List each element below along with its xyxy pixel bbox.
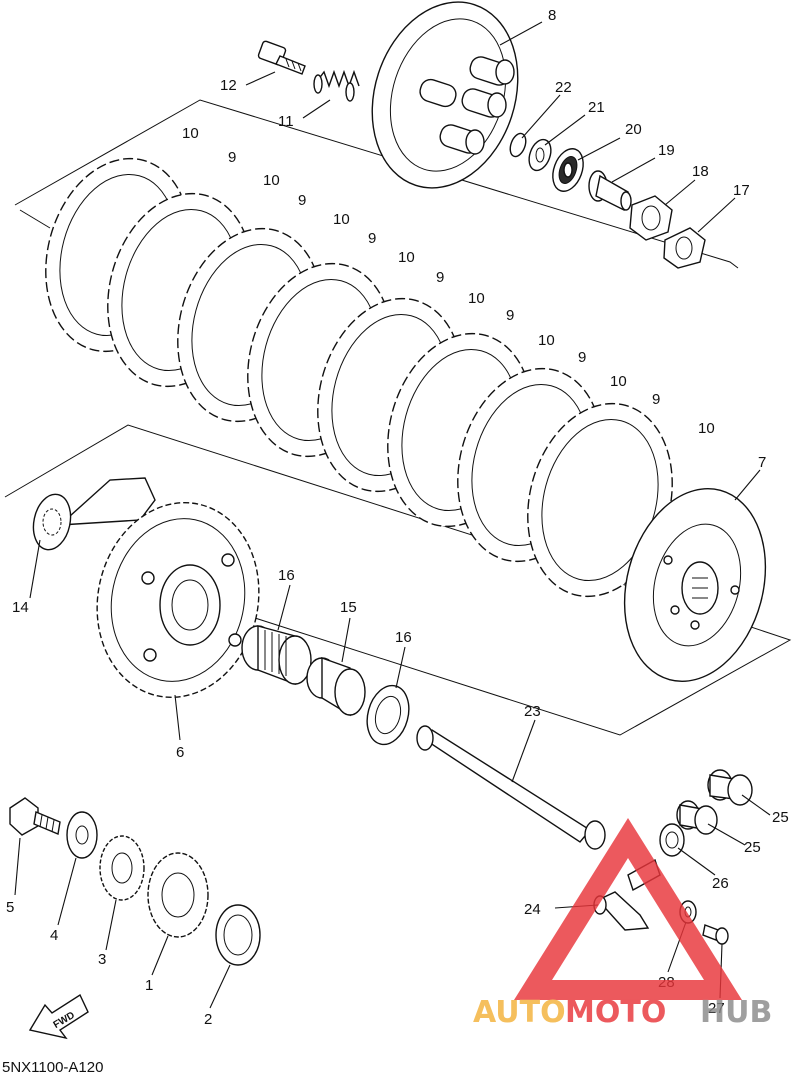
label-10-c: 10 <box>333 211 350 228</box>
label-9-f: 9 <box>578 349 586 366</box>
label-10-h: 10 <box>698 420 715 437</box>
label-16: 16 <box>395 629 412 646</box>
bolt-5 <box>9 797 61 836</box>
bearing-2 <box>215 904 261 966</box>
label-10-b: 10 <box>263 172 280 189</box>
label-15: 16 <box>278 567 295 584</box>
bearing-25b <box>676 800 718 835</box>
circlip-22 <box>509 132 527 158</box>
label-9-d: 9 <box>436 269 444 286</box>
label-10-a: 10 <box>182 125 199 142</box>
label-2: 2 <box>204 1011 212 1028</box>
label-25-a: 25 <box>772 809 789 826</box>
label-17: 17 <box>733 182 750 199</box>
needle-bearing-15 <box>241 625 312 686</box>
label-9-g: 9 <box>652 391 660 408</box>
label-13: 14 <box>12 599 29 616</box>
push-rod-19 <box>588 170 632 212</box>
label-9-c: 9 <box>368 230 376 247</box>
label-22: 22 <box>555 79 572 96</box>
spacer-14 <box>306 657 366 717</box>
label-18: 18 <box>692 163 709 180</box>
pressure-plate <box>371 1 519 189</box>
label-7: 7 <box>758 454 766 471</box>
label-26: 26 <box>712 875 729 892</box>
thrust-washer-16 <box>366 684 410 746</box>
label-8: 8 <box>548 7 556 24</box>
nut-18 <box>629 195 673 241</box>
watermark-logo: AUTO MOTO HUB <box>473 818 772 1030</box>
label-12: 12 <box>220 77 237 94</box>
label-20: 20 <box>625 121 642 138</box>
bearing-25a <box>707 769 753 806</box>
thrust-washer-13 <box>32 493 72 551</box>
watermark-text-moto: MOTO <box>565 995 666 1030</box>
label-25-b: 25 <box>744 839 761 856</box>
washer-21 <box>528 138 552 172</box>
upper-frame <box>14 99 739 269</box>
clutch-boss <box>623 488 767 682</box>
label-24: 24 <box>524 901 541 918</box>
bolt-12 <box>257 40 306 75</box>
label-27: 27 <box>708 1000 725 1017</box>
label-3: 3 <box>98 951 106 968</box>
friction-plate-stack <box>45 157 673 598</box>
label-10-d: 10 <box>398 249 415 266</box>
gear-1 <box>147 852 209 938</box>
label-19: 19 <box>658 142 675 159</box>
label-4: 4 <box>50 927 58 944</box>
label-23: 23 <box>524 703 541 720</box>
label-10-f: 10 <box>538 332 555 349</box>
lock-washer-17 <box>663 227 706 269</box>
label-6: 6 <box>176 744 184 761</box>
watermark-triangle-icon <box>514 818 742 1000</box>
bearing-20 <box>552 148 584 192</box>
label-10-e: 10 <box>468 290 485 307</box>
clutch-housing <box>58 477 260 698</box>
watermark-text-hub: HUB <box>700 995 772 1030</box>
label-9-a: 9 <box>228 149 236 166</box>
watermark-text-auto: AUTO <box>473 995 566 1030</box>
part-labels: 8 12 11 22 21 20 19 18 17 10 9 10 9 10 9… <box>6 7 789 1028</box>
oil-seal-26 <box>659 823 685 857</box>
washer-4 <box>66 811 98 859</box>
fwd-arrow-icon: FWD <box>28 993 89 1040</box>
label-11: 11 <box>278 113 294 130</box>
screw-27 <box>702 924 729 945</box>
label-9-e: 9 <box>506 307 514 324</box>
push-rod-23 <box>416 725 606 850</box>
upper-frame-bottom <box>19 209 51 229</box>
spring-11 <box>313 69 360 102</box>
label-14: 15 <box>340 599 357 616</box>
label-5: 5 <box>6 899 14 916</box>
label-10-g: 10 <box>610 373 627 390</box>
label-21: 21 <box>588 99 605 116</box>
diagram-code: 5NX1100-A120 <box>2 1059 103 1075</box>
label-1: 1 <box>145 977 153 994</box>
gear-3 <box>99 835 145 901</box>
label-9-b: 9 <box>298 192 306 209</box>
